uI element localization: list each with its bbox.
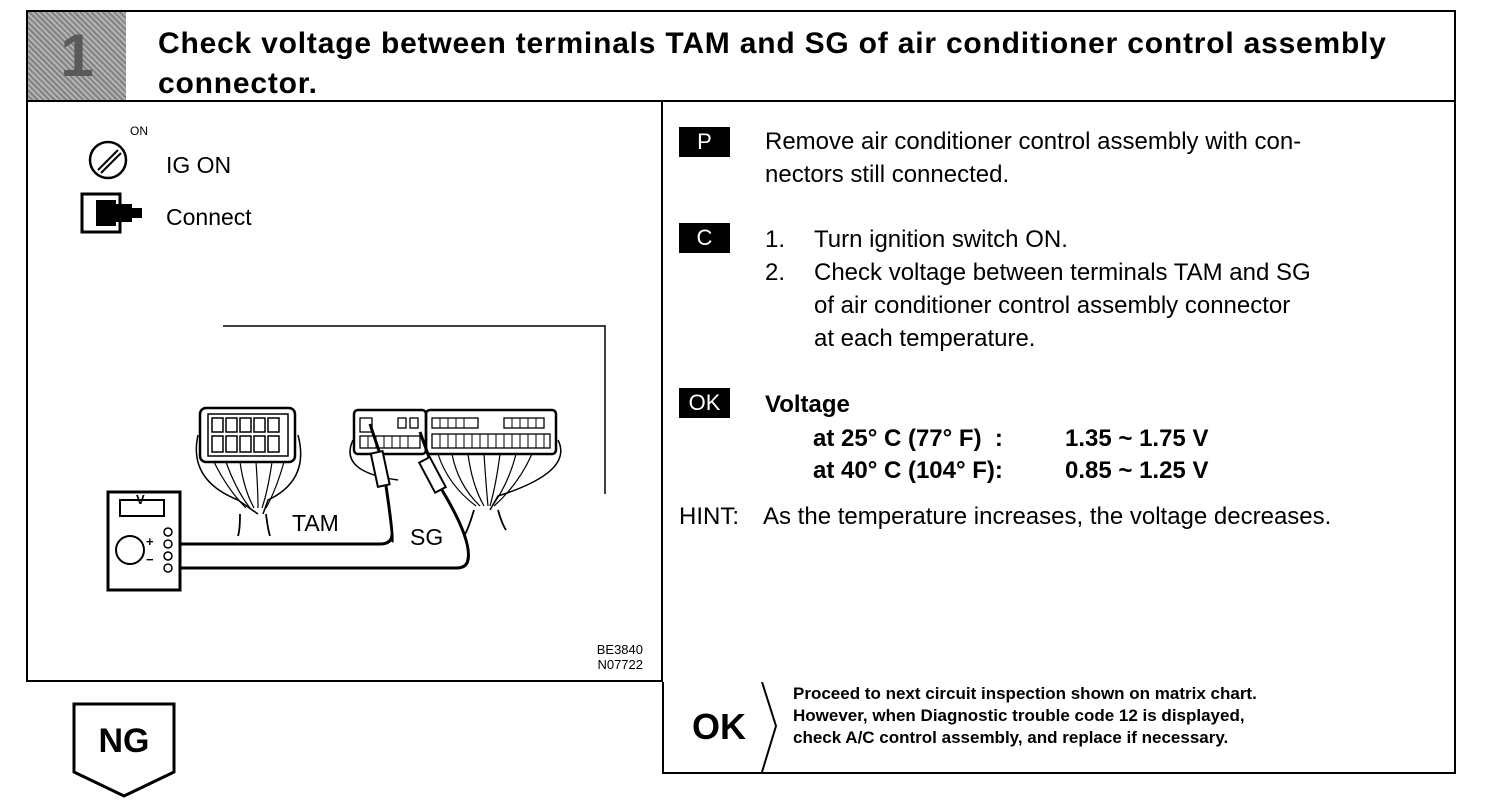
connector-condition: Connect [166,204,252,230]
ng-result-arrow [72,702,176,798]
ok-result-box [662,682,1456,774]
ac-control-connector [349,408,562,537]
figure-codes: BE3840 N07722 [597,642,643,672]
ok-result-line: However, when Diagnostic trouble code 12… [793,706,1245,725]
sg-terminal-label: SG [410,524,444,550]
connector-icon [80,192,142,234]
spec-row1-voltage: 1.35 ~ 1.75 V [1065,425,1209,452]
voltmeter [106,490,182,592]
step2-text-line2: of air conditioner control assembly conn… [814,292,1291,319]
switch-on-mark: ON [130,124,148,138]
ok-result-line: Proceed to next circuit inspection shown… [793,684,1257,703]
left-harness-connector [195,406,302,537]
preparation-badge: P [679,127,730,157]
spec-row1-temperature: at 25° C (77° F) : [813,425,1003,452]
preparation-text-line2: nectors still connected. [765,161,1010,188]
ok-result-label: OK [692,706,746,747]
ok-result-text: Proceed to next circuit inspection shown… [793,683,1443,749]
step-title: Check voltage between terminals TAM and … [158,27,1387,100]
voltage-heading: Voltage [765,391,850,418]
step1-number: 1. [765,226,786,253]
figure-code: N07722 [597,657,643,672]
step2-text-line1: Check voltage between terminals TAM and … [814,259,1311,286]
ignition-condition: IG ON [166,152,232,178]
ok-result-line: check A/C control assembly, and replace … [793,728,1229,747]
hint-text: As the temperature increases, the voltag… [763,503,1332,530]
ok-result-chevron [761,682,778,772]
hint-label: HINT: [679,503,739,530]
wiring-diagram [106,325,606,592]
ignition-switch-icon [88,140,128,180]
voltmeter-plus: + [146,534,154,549]
spec-row2-temperature: at 40° C (104° F): [813,457,1003,484]
voltmeter-label: V [136,492,145,507]
ng-result-label: NG [98,722,150,760]
check-badge: C [679,223,730,253]
step-header: 1 Check voltage between terminals TAM an… [26,10,1456,102]
figure-code: BE3840 [596,642,643,657]
procedure-panel: P Remove air conditioner control assembl… [663,100,1456,682]
spec-row2-voltage: 0.85 ~ 1.25 V [1065,457,1209,484]
preparation-text-line1: Remove air conditioner control assembly … [765,128,1302,155]
step-number: 1 [60,22,94,89]
tam-probe [368,423,394,544]
step2-number: 2. [765,259,786,286]
step2-text-line3: at each temperature. [814,325,1036,352]
sg-probe [417,431,470,561]
illustration-panel: ON IG ON Connect [26,100,663,682]
voltmeter-minus: − [146,552,154,567]
step1-text: Turn ignition switch ON. [814,226,1068,253]
step-body: ON IG ON Connect [26,100,1456,682]
step-number-box [28,12,126,100]
tam-terminal-label: TAM [292,510,339,536]
ok-standard-badge: OK [679,388,730,418]
